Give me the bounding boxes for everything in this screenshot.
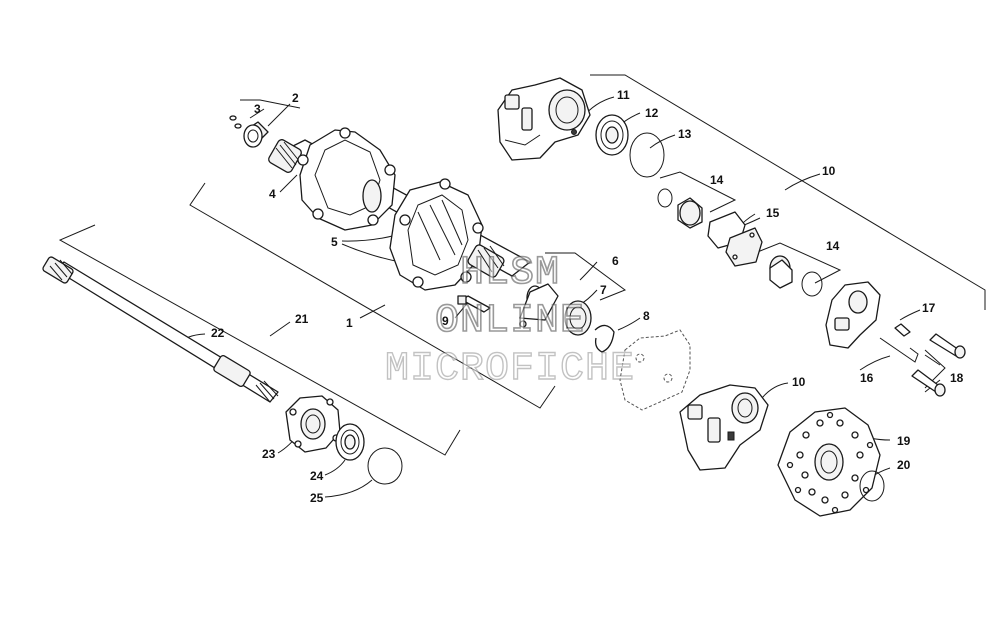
driven-shaft [42,256,279,403]
callout-2: 2 [292,91,299,105]
callout-7: 7 [600,283,607,297]
callout-5: 5 [331,235,338,249]
seal-group [457,283,615,353]
callout-14-upper: 14 [710,173,724,187]
callout-20: 20 [897,458,911,472]
callout-24: 24 [310,469,324,483]
callout-18: 18 [950,371,964,385]
drive-shaft-assembly [268,127,531,291]
callout-1: 1 [346,316,353,330]
watermark-line-1: HLSM [459,251,560,297]
caliper-lower [679,384,769,471]
callout-17: 17 [922,301,936,315]
caliper-lower-right [825,281,966,397]
caliper-upper [497,77,665,178]
callout-6: 6 [612,254,619,268]
callout-10-lower: 10 [792,375,806,389]
callout-19: 19 [897,434,911,448]
watermark-line-3: MICROFICHE [384,347,636,392]
bracket-lines [58,74,986,456]
callout-10-upper: 10 [822,164,836,178]
pistons-pads [657,188,823,297]
callout-25: 25 [310,491,324,505]
watermark-line-2: ONLINE [434,299,586,345]
callout-21: 21 [295,312,309,326]
callout-23: 23 [262,447,276,461]
bearing-cap-part [229,115,269,148]
callout-4: 4 [269,187,276,201]
callout-numbers: 1 2 3 4 5 6 7 8 9 10 10 11 12 13 14 14 1… [211,88,964,505]
callout-9: 9 [442,314,449,328]
callout-22: 22 [211,326,225,340]
callout-15: 15 [766,206,780,220]
callout-16: 16 [860,371,874,385]
callout-13: 13 [678,127,692,141]
brake-disc [777,407,885,517]
gasket-outline [619,329,691,411]
callout-11: 11 [617,88,630,102]
flange-bearing [285,395,403,485]
callout-8: 8 [643,309,650,323]
callout-12: 12 [645,106,659,120]
callout-3: 3 [254,102,261,116]
callout-14-lower: 14 [826,239,840,253]
